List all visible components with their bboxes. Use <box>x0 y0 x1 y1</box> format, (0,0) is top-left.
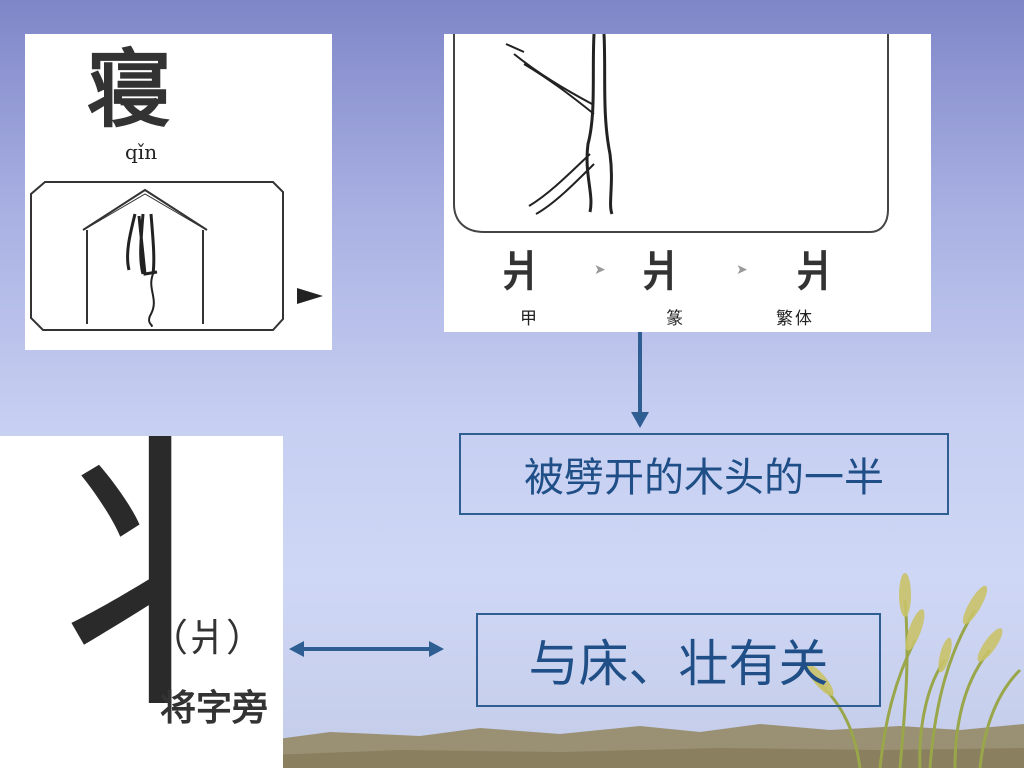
separator-arrow-2: ➤ <box>736 262 748 278</box>
radical-caption: 将字旁 <box>160 687 269 729</box>
label-oracle: 甲 <box>520 309 539 329</box>
relation-textbox: 与床、壮有关 <box>476 613 881 707</box>
house-illustration <box>30 181 323 331</box>
evolution-panel: 爿 ➤ 爿 ➤ 爿 甲 篆 繁体 <box>444 34 931 332</box>
qin-pinyin: qǐn <box>125 140 158 164</box>
qin-character-panel: 寝 qǐn <box>25 34 332 350</box>
foreground-ground <box>270 748 1024 768</box>
double-arrow-left-head <box>289 641 304 657</box>
qin-character: 寝 <box>87 40 172 139</box>
split-wood-illustration <box>453 34 889 233</box>
double-arrow-right-head <box>429 641 444 657</box>
glyph-oracle: 爿 <box>500 247 543 296</box>
label-seal: 篆 <box>666 309 685 329</box>
glyph-traditional: 爿 <box>794 247 837 296</box>
radical-panel: 丬 （爿） 将字旁 <box>0 436 283 768</box>
separator-arrow-1: ➤ <box>594 262 606 278</box>
radical-character: 丬 <box>0 436 283 750</box>
glyph-seal: 爿 <box>640 247 683 296</box>
meaning-textbox: 被劈开的木头的一半 <box>459 433 949 515</box>
grass-seed-heads <box>806 573 1003 696</box>
label-traditional: 繁体 <box>776 309 814 329</box>
down-arrow-head <box>631 412 649 428</box>
radical-paren-glyph: （爿） <box>150 616 265 660</box>
